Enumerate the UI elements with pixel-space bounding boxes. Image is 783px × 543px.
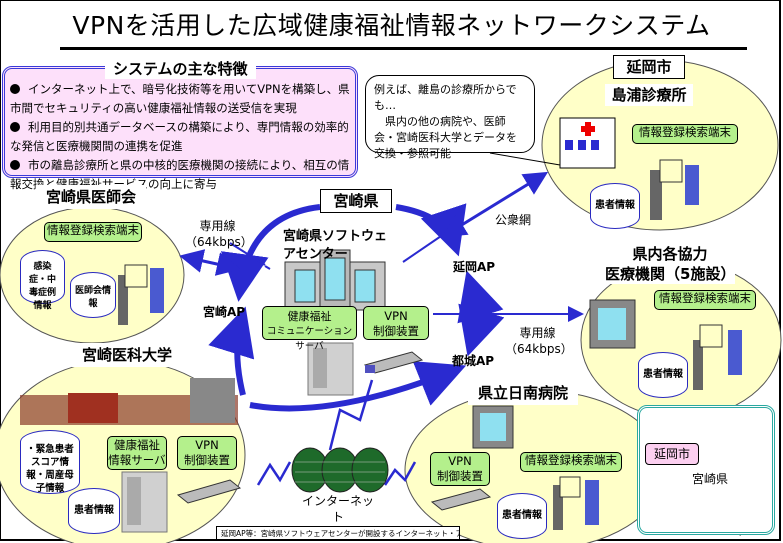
ishikai-name: 宮崎県医師会 xyxy=(36,185,146,209)
title-underline xyxy=(375,47,747,50)
ring-arc-top-right xyxy=(395,203,467,257)
computer-operator-icon xyxy=(650,159,699,220)
vpn-router-icon xyxy=(176,479,242,504)
idai-server-label: 健康福祉 情報サーバ xyxy=(107,436,167,470)
internet-link-nichinan xyxy=(383,461,417,486)
computer-operator-icon xyxy=(118,264,164,325)
idai-name: 宮崎医科大学 xyxy=(72,343,182,367)
ishikai-infection-db: 感染症・中毒症例情報 xyxy=(20,250,65,311)
nichinan-name: 県立日南病院 xyxy=(468,381,578,405)
bullet-icon xyxy=(10,122,20,132)
nobeoka-patient-db: 患者情報 xyxy=(590,183,640,229)
computer-operator-icon xyxy=(693,324,742,390)
footnote: 延岡AP等：宮崎県ソフトウェアセンターが開設するインターネット・アクセスポイント xyxy=(216,526,460,540)
link-center-public xyxy=(402,231,448,263)
kyoryoku-terminal-label: 情報登録検索端末 xyxy=(654,290,756,310)
ring-arc-top-left xyxy=(220,204,321,302)
nobeoka-terminal-label: 情報登録検索端末 xyxy=(632,124,738,144)
bullet-icon xyxy=(10,160,20,170)
software-center-building-icon xyxy=(284,249,386,311)
link-callout-pointer xyxy=(489,152,561,166)
university-campus-icon xyxy=(20,378,238,425)
link-center-tohoku xyxy=(264,265,271,270)
center-vpn-label: VPN 制御装置 xyxy=(363,306,429,340)
nobeoka-ap-label: 延岡AP xyxy=(453,260,496,274)
title-underline xyxy=(60,47,375,50)
ring-arc-bottom xyxy=(249,361,467,412)
software-center-name: 宮崎県ソフトウェアセンター xyxy=(283,229,388,262)
kyoryoku-patient-db: 患者情報 xyxy=(638,352,688,398)
miyazaki-ap-label: 宮崎AP xyxy=(203,305,246,319)
vpn-router-icon xyxy=(430,488,492,511)
map-prefecture-label: 宮崎県 xyxy=(690,470,730,488)
internet-link-center xyxy=(328,379,374,451)
center-server-label: 健康福祉 コミュニケーションサーバ xyxy=(262,306,357,352)
idai-vpn-label: VPN 制御装置 xyxy=(177,436,237,470)
server-rack-icon xyxy=(121,471,168,533)
prefecture-label: 宮崎県 xyxy=(320,189,392,213)
internet-label: インターネット xyxy=(301,494,374,524)
leased-line-left-label: 専用線 （64kbps） xyxy=(185,219,253,249)
nichinan-terminal-label: 情報登録検索端末 xyxy=(520,452,622,472)
kyoryoku-name: 県内各協力 医療機関（5施設） xyxy=(605,244,736,284)
server-rack-icon xyxy=(307,342,354,396)
nichinan-patient-db: 患者情報 xyxy=(497,493,547,539)
link-public-nobeoka xyxy=(441,171,549,238)
clinic-building-icon xyxy=(559,117,616,169)
link-ishikai-miyazaki xyxy=(179,249,241,276)
miyakonojo-ap-label: 都城AP xyxy=(452,354,495,368)
nichinan-vpn-label: VPN 制御装置 xyxy=(430,452,490,486)
bullet-icon xyxy=(10,84,20,94)
page-title: VPNを活用した広域健康福祉情報ネットワークシステム xyxy=(72,11,711,40)
features-heading: システムの主な特徴 xyxy=(105,58,256,79)
computer-operator-icon xyxy=(553,476,599,530)
feature-item: 利用目的別共通データベースの構築により、専門情報の効率的な発信と医療機関間の連携… xyxy=(10,120,349,153)
link-center-left xyxy=(229,242,266,266)
map-city-label: 延岡市 xyxy=(645,443,699,465)
callout-bubble: 例えば、離島の診療所からでも… 県内の他の病院や、医師会・宮崎医科大学とデータを… xyxy=(365,75,535,160)
nobeoka-clinic-name: 島浦診療所 xyxy=(605,84,693,106)
ring-arc-left xyxy=(208,306,255,396)
vpn-router-icon xyxy=(363,351,424,374)
hospital-building-icon xyxy=(472,405,514,449)
ishikai-association-db: 医師会情報 xyxy=(70,272,116,318)
nobeoka-region-label: 延岡市 xyxy=(613,55,685,79)
leased-line-right-label: 専用線 （64kbps） xyxy=(505,326,573,356)
internet-globe-icon xyxy=(291,447,389,493)
feature-item: インターネット上で、暗号化技術等を用いてVPNを構築し、県市間でセキュリティの高… xyxy=(10,82,350,115)
public-network-label: 公衆網 xyxy=(494,213,531,227)
ishikai-terminal-label: 情報登録検索端末 xyxy=(44,222,142,242)
idai-emergency-db: ・緊急患者スコア情報・周産母子情報 xyxy=(20,430,80,494)
idai-patient-db: 患者情報 xyxy=(68,488,120,534)
hospital-building-icon xyxy=(589,299,636,349)
internet-link-idai xyxy=(256,461,292,486)
features-panel xyxy=(2,66,358,178)
